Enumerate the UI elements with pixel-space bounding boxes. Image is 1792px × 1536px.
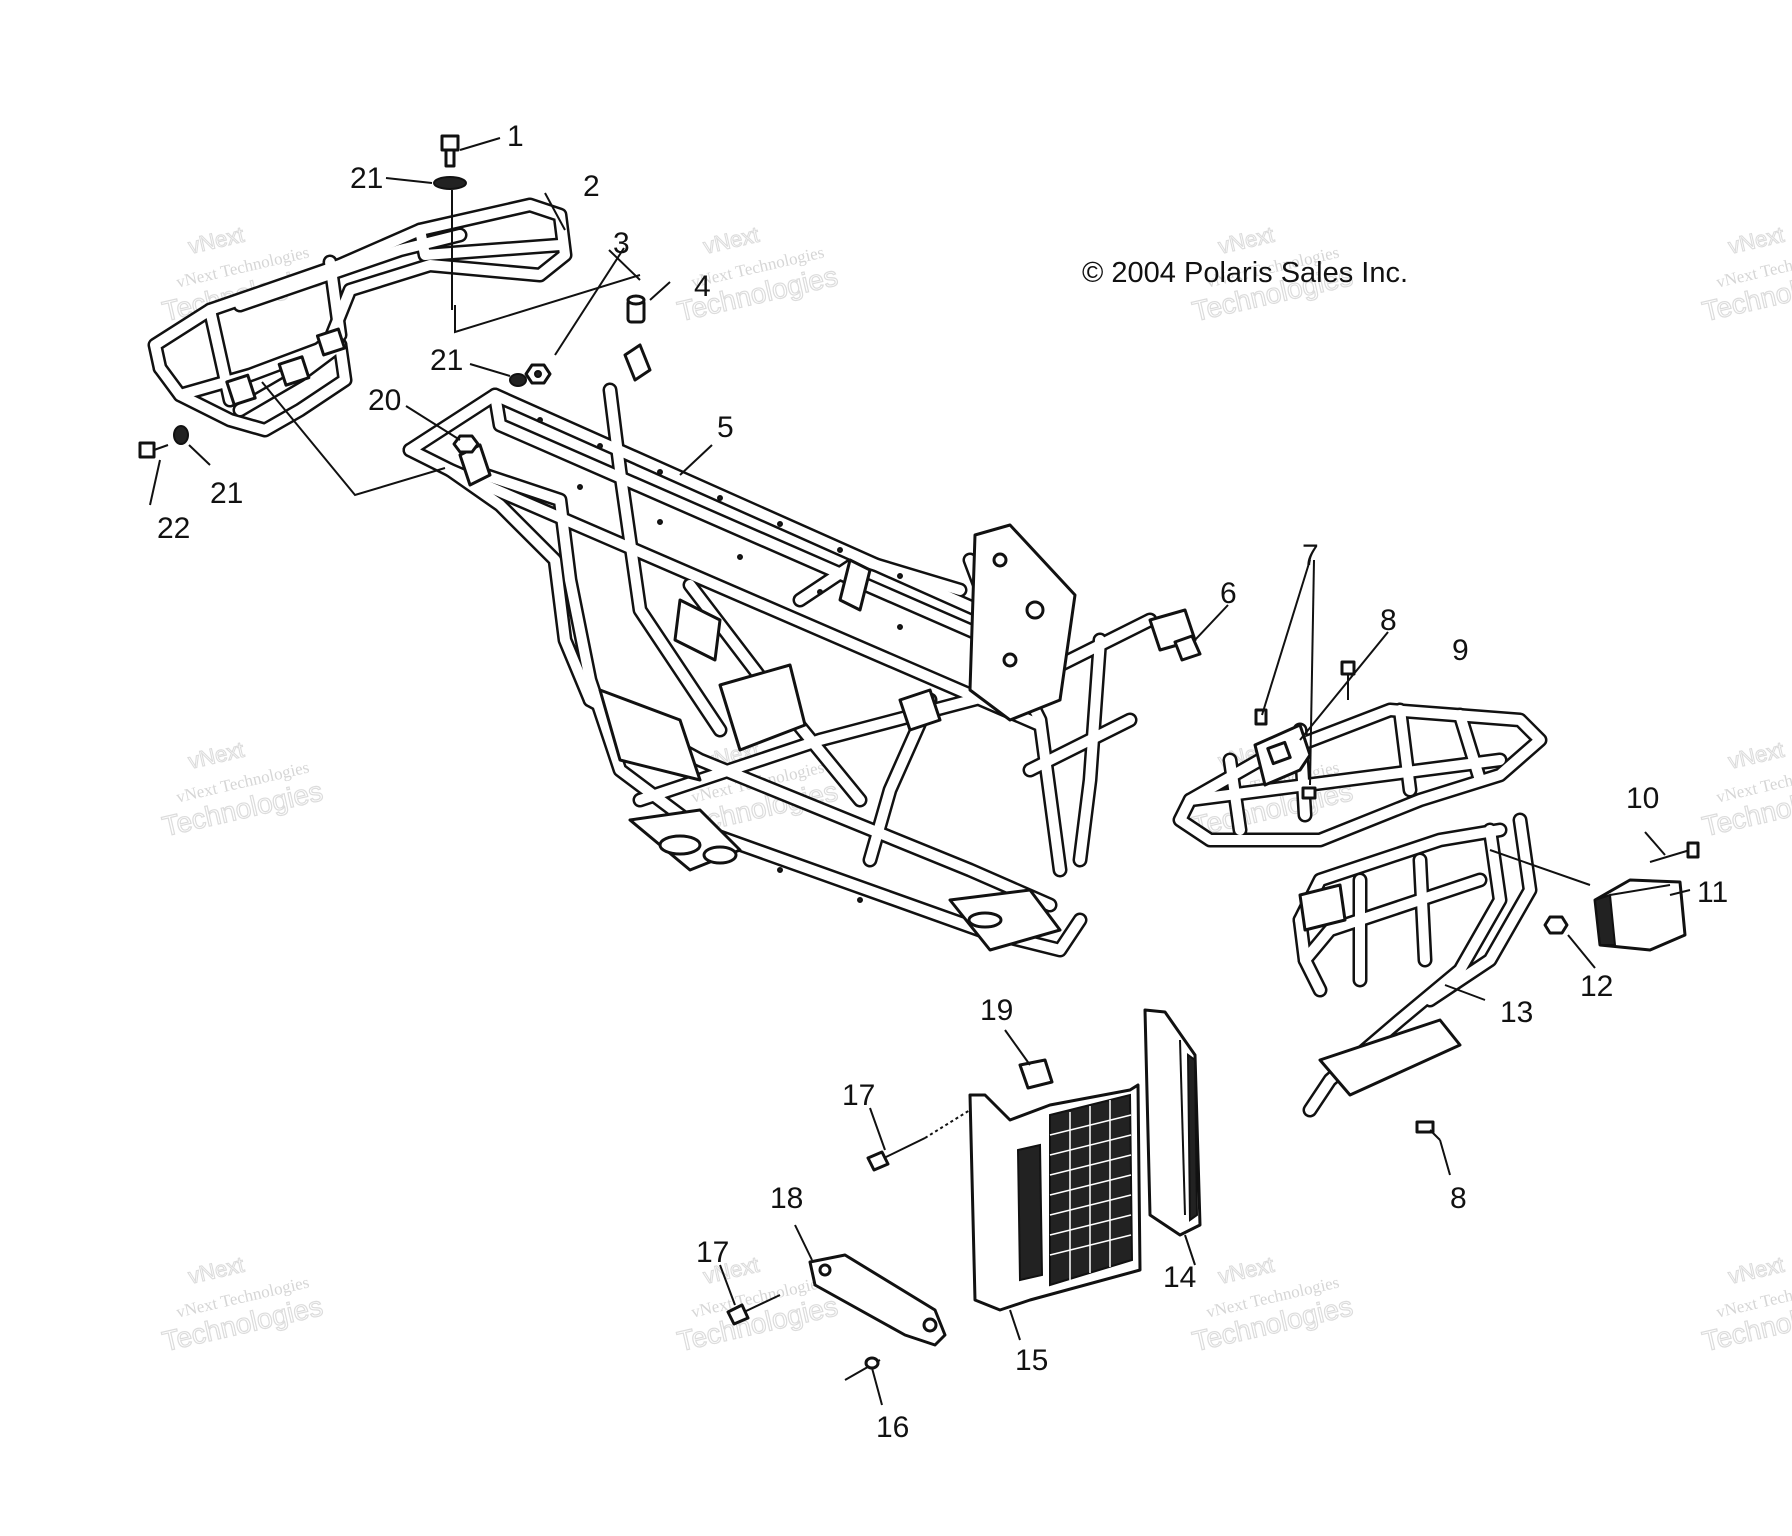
callout-18: 18: [770, 1182, 803, 1215]
main-frame-part: [402, 343, 1197, 958]
callout-1: 1: [507, 120, 524, 153]
callout-14: 14: [1163, 1261, 1196, 1294]
callout-12: 12: [1580, 970, 1613, 1003]
bolt-22: [138, 441, 169, 459]
callout-21-top: 21: [350, 162, 383, 195]
callout-5: 5: [717, 411, 734, 444]
watermark-top: vNext: [186, 737, 246, 774]
watermark-top: vNext: [1726, 737, 1786, 774]
callout-21-mid: 21: [430, 344, 463, 377]
callout-2: 2: [583, 170, 600, 203]
washer-21-mid: [509, 373, 527, 387]
bolt-17-top: [866, 1137, 926, 1172]
frame-holes: [537, 417, 903, 903]
radiator-screen-part: [968, 1083, 1142, 1312]
washer-21-top: [433, 176, 467, 190]
radiator-grid: [1049, 1100, 1132, 1280]
callout-20: 20: [368, 384, 401, 417]
bolt-17-bottom: [726, 1294, 781, 1326]
callout-10: 10: [1626, 782, 1659, 815]
callout-15: 15: [1015, 1344, 1048, 1377]
watermark-top: vNext: [186, 1252, 246, 1289]
front-rack-bumper-part: [1172, 702, 1548, 1118]
callout-21-low: 21: [210, 477, 243, 510]
bolt-7: [1254, 708, 1317, 800]
pin-16: [844, 1356, 881, 1381]
callout-3: 3: [613, 227, 630, 260]
leader-lines: [149, 137, 1691, 1406]
bolt-1: [440, 134, 460, 168]
bolt-10: [1649, 841, 1700, 863]
callout-22: 22: [157, 512, 190, 545]
headlight-part: [1593, 878, 1687, 952]
callout-labels: 1 21 2 3 4 21 20 5 21 22 6 7 8 9 10 11 1…: [157, 120, 1728, 1444]
callout-13: 13: [1500, 996, 1533, 1029]
watermark: vNext vNext Technologies Technologies: [674, 1251, 841, 1358]
callout-11: 11: [1697, 876, 1728, 909]
watermark-top: vNext: [701, 222, 761, 259]
watermark: vNext vNext Technologies Technologies: [1189, 1251, 1356, 1358]
bolt-8-bottom: [1415, 1120, 1441, 1141]
clip-6: [1173, 634, 1202, 662]
callout-8-bottom: 8: [1450, 1182, 1467, 1215]
watermark: vNext vNext Technologies Technologies: [1699, 736, 1792, 843]
watermark-top: vNext: [1726, 222, 1786, 259]
rear-rack-part: [147, 197, 573, 438]
callout-6: 6: [1220, 577, 1237, 610]
callout-17-bottom: 17: [696, 1236, 729, 1269]
callout-16: 16: [876, 1411, 909, 1444]
watermark-top: vNext: [186, 222, 246, 259]
nut-3: [524, 363, 552, 385]
copyright-notice: © 2004 Polaris Sales Inc.: [1082, 257, 1408, 289]
watermark-layer: vNext vNext Technologies Technologies vN…: [159, 221, 1792, 1358]
washer-21-low: [173, 425, 189, 445]
callout-8-top: 8: [1380, 604, 1397, 637]
callout-7: 7: [1302, 539, 1319, 572]
watermark-top: vNext: [1216, 222, 1276, 259]
watermark: vNext vNext Technologies Technologies: [1699, 1251, 1792, 1358]
watermark: vNext vNext Technologies Technologies: [674, 221, 841, 328]
side-panel-part: [1143, 1008, 1202, 1237]
mount-plate-part: [808, 1253, 947, 1347]
callout-9: 9: [1452, 634, 1469, 667]
callout-4: 4: [694, 270, 711, 303]
callout-17-top: 17: [842, 1079, 875, 1112]
watermark: vNext vNext Technologies Technologies: [1699, 221, 1792, 328]
callout-19: 19: [980, 994, 1013, 1027]
watermark: vNext vNext Technologies Technologies: [159, 736, 326, 843]
watermark: vNext vNext Technologies Technologies: [159, 1251, 326, 1358]
watermark-top: vNext: [1726, 1252, 1786, 1289]
clip-19: [1018, 1058, 1054, 1090]
spacer-4: [626, 294, 646, 324]
watermark-top: vNext: [1216, 1252, 1276, 1289]
nut-12: [1543, 915, 1569, 935]
